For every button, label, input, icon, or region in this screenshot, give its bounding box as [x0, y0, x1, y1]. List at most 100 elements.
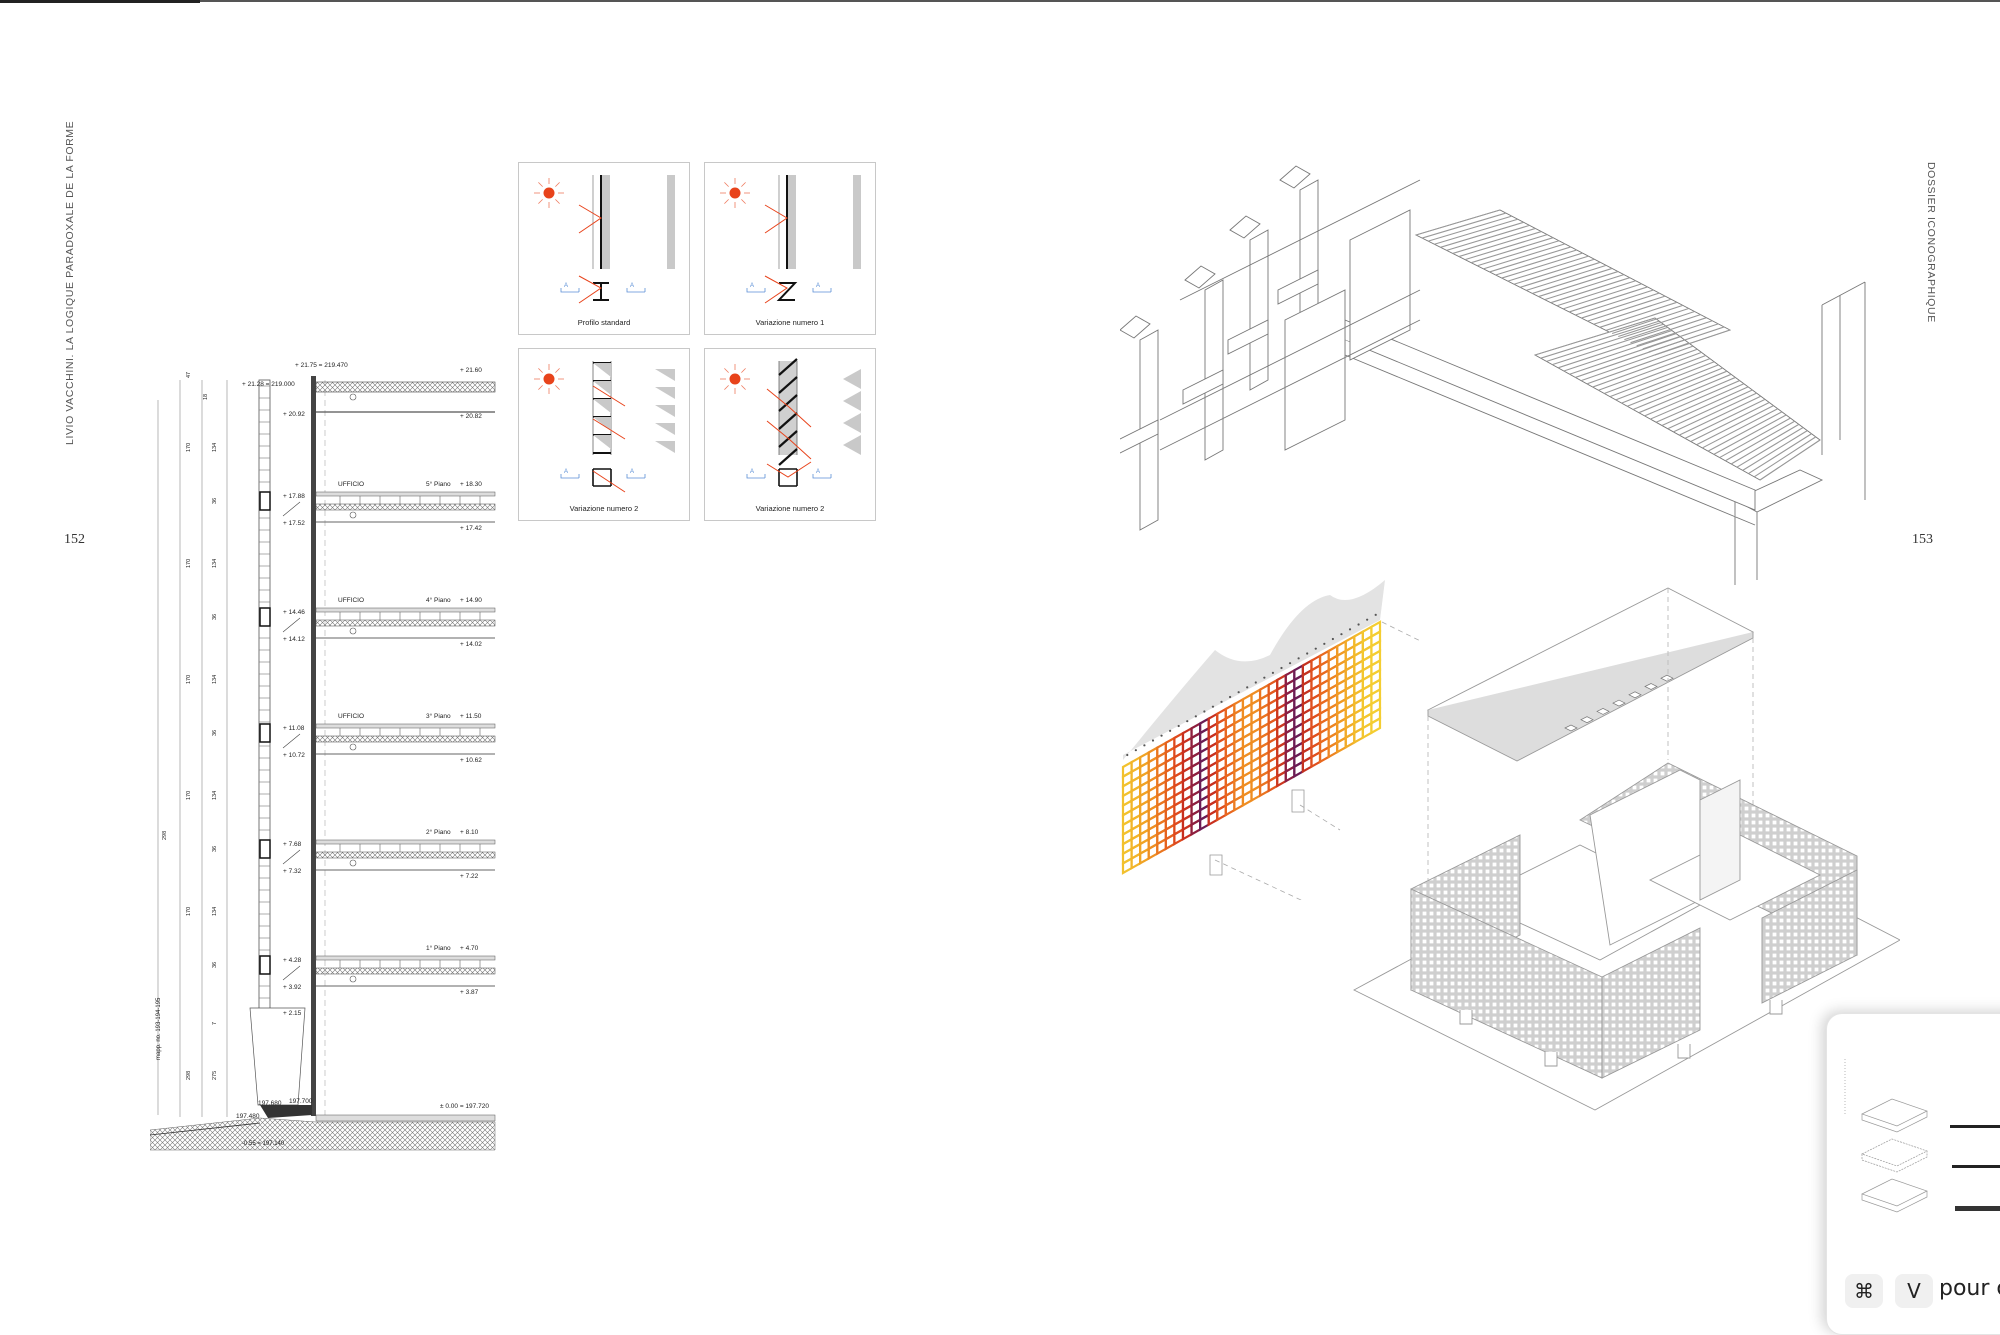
- dimension-top-band: 18: [203, 394, 209, 400]
- section-marker-label: A: [816, 283, 820, 289]
- dimension-window: 134: [212, 443, 218, 452]
- floor-level: + 8.10: [460, 829, 479, 836]
- clipboard-thumbnail: [1844, 1059, 2000, 1213]
- v-key-icon: V: [1895, 1274, 1933, 1308]
- facade-grid-cell: [1139, 846, 1150, 866]
- window-bottom-level: + 17.52: [283, 520, 305, 527]
- facade-grid-cell: [1370, 716, 1382, 735]
- sun-icon: [534, 364, 564, 394]
- floor-level: + 18.30: [460, 481, 482, 488]
- sun-icon: [720, 364, 750, 394]
- dimension-band: 36: [212, 498, 218, 504]
- panel-caption: Variazione numero 2: [755, 504, 825, 513]
- ceiling-level: + 3.87: [460, 989, 479, 996]
- floor-level: + 4.70: [460, 945, 479, 952]
- window-bottom-level: + 10.72: [283, 752, 305, 759]
- facade-grid-cell: [1241, 788, 1253, 808]
- left-page-number: 152: [64, 532, 85, 547]
- panel-caption: Profilo standard: [577, 318, 631, 327]
- facade-grid-cell: [1207, 808, 1219, 827]
- ground-level-high: 197.700: [289, 1098, 313, 1105]
- facade-grid-cell: [1147, 842, 1159, 861]
- room-label: UFFICIO: [338, 713, 364, 720]
- ceiling-level: + 14.02: [460, 641, 482, 648]
- ground-level-mid: 197.680: [258, 1100, 282, 1107]
- plinth-level: + 2.15: [283, 1010, 302, 1017]
- dimension-window: 134: [212, 907, 218, 916]
- room-label: UFFICIO: [338, 481, 364, 488]
- sun-icon: [534, 178, 564, 208]
- ground-level-low: 197.480: [236, 1113, 260, 1120]
- dimension-module: 170: [186, 791, 192, 800]
- dimension-window: 134: [212, 791, 218, 800]
- section-marker-label: A: [564, 469, 568, 475]
- roof-parapet-level: + 21.75 = 219.470: [295, 362, 348, 369]
- section-marker-icon: A: [812, 283, 832, 293]
- facade-grid-cell: [1310, 750, 1322, 769]
- facade-grid-cell: [1284, 764, 1296, 784]
- window-bottom-level: + 7.32: [283, 868, 302, 875]
- right-running-head: DOSSIER ICONOGRAPHIQUE: [1925, 162, 1937, 323]
- dimension-base-inner: 275: [212, 1071, 218, 1080]
- ceiling-level: + 7.22: [460, 873, 479, 880]
- facade-grid-cell: [1301, 755, 1313, 774]
- facade-grid-cell: [1130, 851, 1142, 871]
- dimension-band: 36: [212, 962, 218, 968]
- facade-grid-cell: [1233, 793, 1245, 813]
- window-top-level: + 7.68: [283, 841, 302, 848]
- dimension-module: 170: [186, 559, 192, 568]
- floor-name: 1° Piano: [426, 944, 451, 952]
- section-marker-icon: A: [626, 283, 646, 293]
- panel-caption: Variazione numero 2: [569, 504, 639, 513]
- roof-level: + 21.60: [460, 367, 482, 374]
- floor-level: + 11.50: [460, 713, 482, 720]
- facade-grid-colour-diagram: [1121, 580, 1420, 900]
- section-marker-icon: A: [746, 283, 766, 293]
- dimension-band: 36: [212, 730, 218, 736]
- sun-path-shadow: [1123, 580, 1385, 760]
- window-top-level: + 11.08: [283, 725, 305, 732]
- facade-grid-cell: [1318, 745, 1330, 764]
- window-bottom-level: + 3.92: [283, 984, 302, 991]
- facade-section-drawing: + 21.75 = 219.470 + 21.28 = 219.000 + 21.6…: [150, 362, 496, 1151]
- facade-grid-cell: [1258, 779, 1270, 798]
- facade-grid-cell: [1327, 740, 1339, 759]
- roof-eave-level: + 21.28 = 219.000: [242, 381, 295, 388]
- section-marker-label: A: [630, 283, 634, 289]
- right-page-number: 153: [1912, 532, 1933, 547]
- clipboard-preview-card[interactable]: ⌘ V pour c: [1826, 1013, 2000, 1335]
- section-marker-label: A: [750, 469, 754, 475]
- facade-grid-cell: [1181, 822, 1193, 842]
- facade-grid-cell: [1190, 817, 1202, 837]
- floor-name: 4° Piano: [426, 596, 451, 604]
- facade-grid-cell: [1293, 759, 1304, 779]
- foundation-level: -0.55 = 197.140: [242, 1141, 285, 1147]
- ceiling-level: + 17.42: [460, 525, 482, 532]
- window-top-level: + 14.46: [283, 609, 305, 616]
- dimension-window: 134: [212, 675, 218, 684]
- section-marker-icon: A: [560, 469, 580, 479]
- facade-grid-cell: [1267, 774, 1279, 793]
- window-top-level: + 17.88: [283, 493, 305, 500]
- isometric-steel-detail: [1120, 165, 1866, 585]
- section-marker-label: A: [630, 469, 634, 475]
- roof-lower-level: + 20.92: [283, 411, 305, 418]
- window-top-edge-accent: [0, 0, 200, 3]
- facade-grid-cell: [1173, 827, 1185, 846]
- dimension-band: 36: [212, 846, 218, 852]
- sun-panel-variation-2: A A Variazione numero 2: [518, 348, 690, 521]
- section-marker-icon: A: [746, 469, 766, 479]
- facade-grid-cell: [1216, 803, 1227, 822]
- exploded-building-axonometric: [1353, 587, 1900, 1111]
- ceiling-level: + 10.62: [460, 757, 482, 764]
- sun-icon: [720, 178, 750, 208]
- dimension-module: 170: [186, 675, 192, 684]
- facade-grid-cell: [1250, 784, 1262, 803]
- dimension-module: 170: [186, 443, 192, 452]
